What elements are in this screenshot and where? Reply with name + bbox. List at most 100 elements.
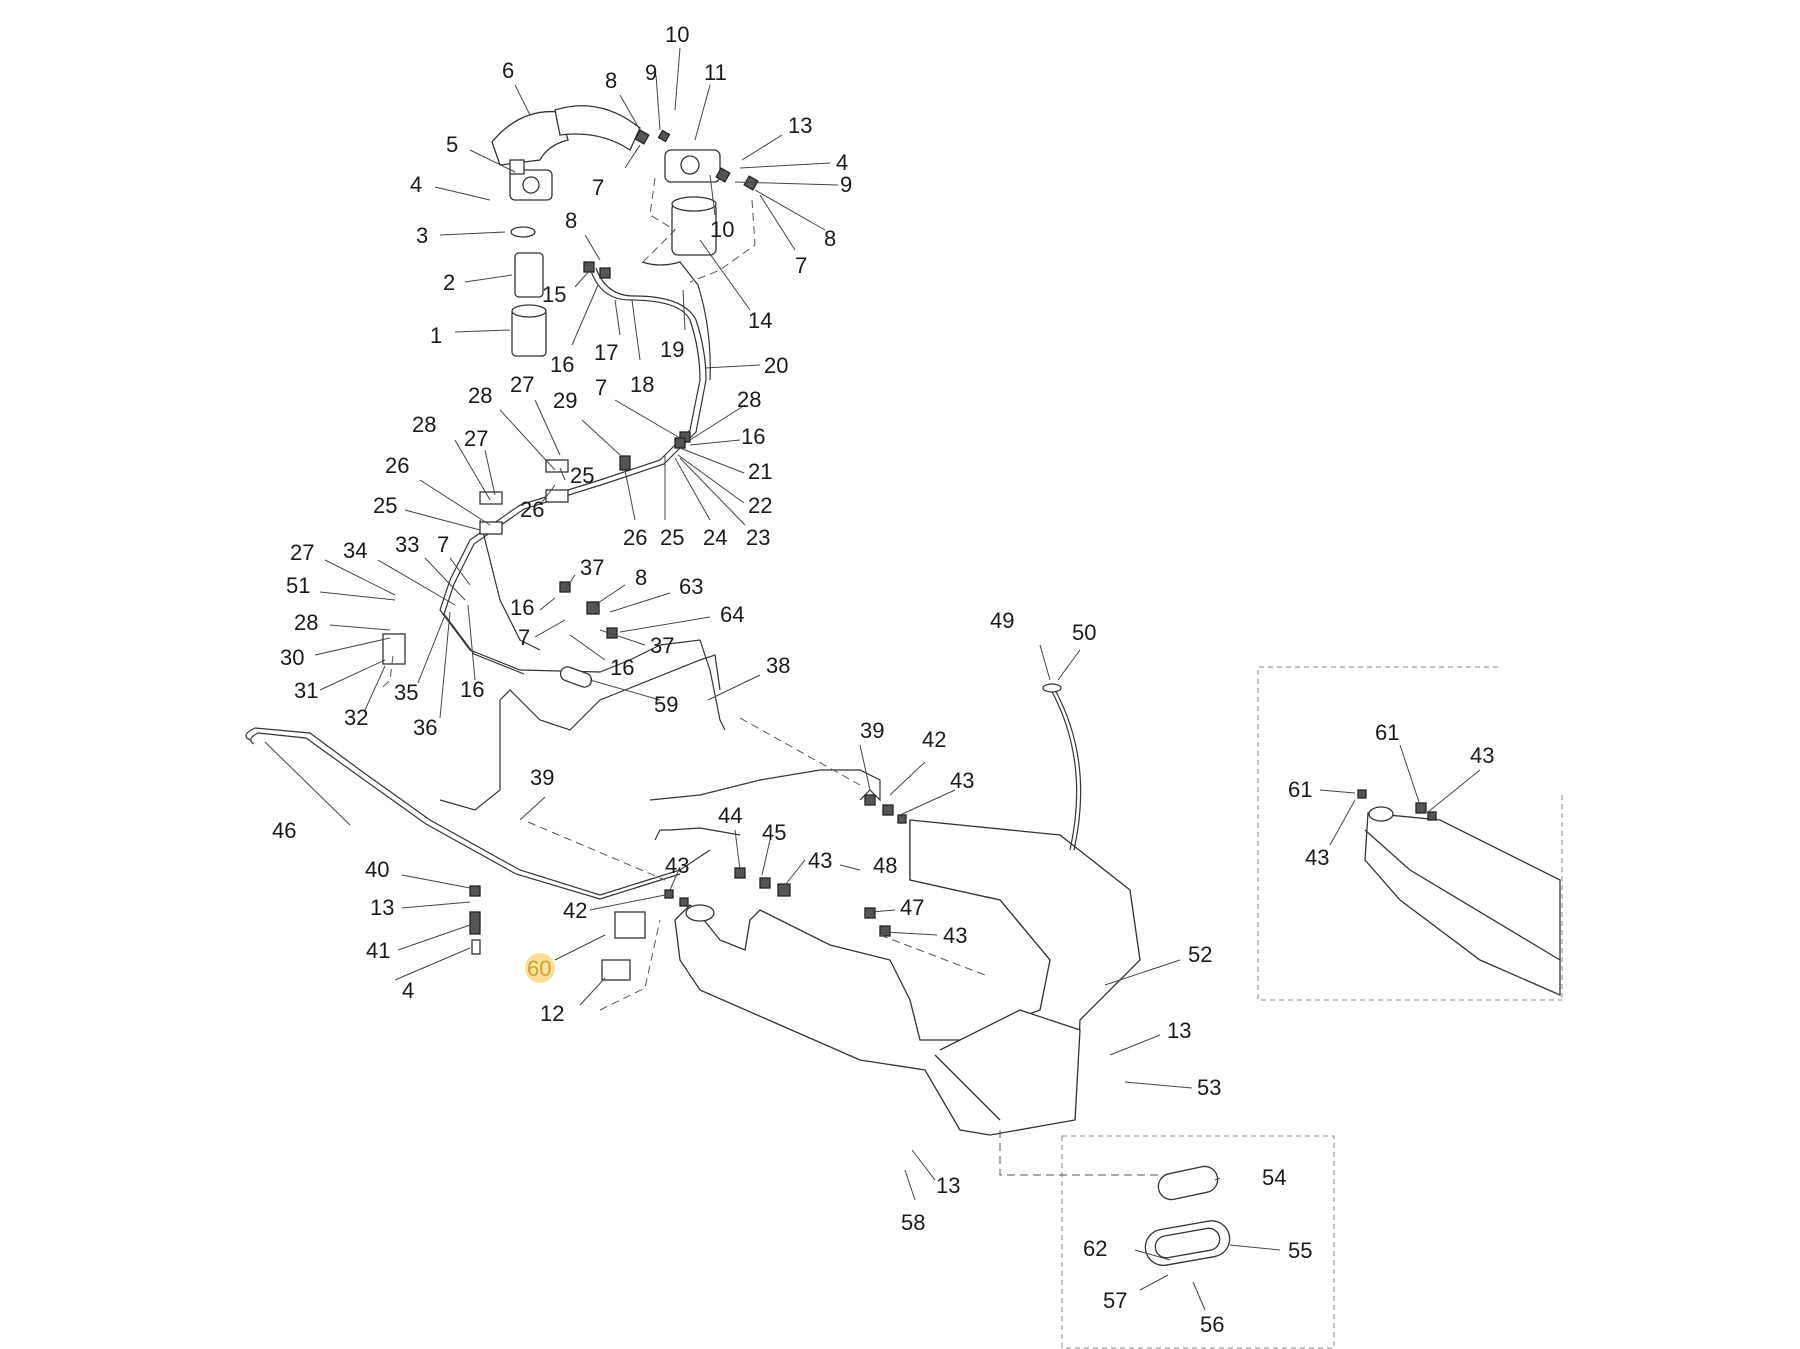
callout-44: 44 bbox=[718, 803, 742, 828]
access-cover-parts bbox=[1144, 1165, 1231, 1266]
callout-36: 36 bbox=[413, 715, 437, 740]
callout-28: 28 bbox=[294, 610, 318, 635]
callout-12: 12 bbox=[540, 1001, 564, 1026]
callout-27: 27 bbox=[290, 540, 314, 565]
fittings bbox=[382, 129, 1437, 981]
callout-2: 2 bbox=[443, 270, 455, 295]
callout-37: 37 bbox=[650, 633, 674, 658]
callout-7: 7 bbox=[437, 532, 449, 557]
callout-27: 27 bbox=[510, 372, 534, 397]
callout-23: 23 bbox=[746, 525, 770, 550]
callout-5: 5 bbox=[446, 132, 458, 157]
callout-53: 53 bbox=[1197, 1075, 1221, 1100]
callout-42: 42 bbox=[922, 727, 946, 752]
callout-26: 26 bbox=[623, 525, 647, 550]
callout-28: 28 bbox=[412, 412, 436, 437]
callout-43: 43 bbox=[808, 848, 832, 873]
callout-62: 62 bbox=[1083, 1236, 1107, 1261]
callout-63: 63 bbox=[679, 574, 703, 599]
callout-7: 7 bbox=[518, 625, 530, 650]
detail-panel-tank-end bbox=[1257, 666, 1563, 1001]
callout-13: 13 bbox=[788, 113, 812, 138]
callout-13: 13 bbox=[370, 895, 394, 920]
callout-26: 26 bbox=[385, 453, 409, 478]
callout-39: 39 bbox=[860, 718, 884, 743]
detail-panel-access-cover bbox=[1061, 1135, 1335, 1349]
callout-50: 50 bbox=[1072, 620, 1096, 645]
callout-43: 43 bbox=[943, 923, 967, 948]
callout-6: 6 bbox=[502, 58, 514, 83]
callout-16: 16 bbox=[741, 424, 765, 449]
callout-27: 27 bbox=[464, 426, 488, 451]
callout-46: 46 bbox=[272, 818, 296, 843]
callout-25: 25 bbox=[660, 525, 684, 550]
callout-57: 57 bbox=[1103, 1288, 1127, 1313]
callout-37: 37 bbox=[580, 555, 604, 580]
callout-7: 7 bbox=[592, 175, 604, 200]
fuel-hoses bbox=[245, 261, 881, 900]
callout-9: 9 bbox=[645, 60, 657, 85]
callout-40: 40 bbox=[365, 857, 389, 882]
callout-16: 16 bbox=[510, 595, 534, 620]
callout-14: 14 bbox=[748, 308, 772, 333]
callout-49: 49 bbox=[990, 608, 1014, 633]
callout-30: 30 bbox=[280, 645, 304, 670]
callout-4: 4 bbox=[402, 978, 414, 1003]
fuel-filter-components bbox=[491, 105, 721, 357]
callout-7: 7 bbox=[595, 375, 607, 400]
callout-13: 13 bbox=[936, 1173, 960, 1198]
callout-58: 58 bbox=[901, 1210, 925, 1235]
callout-10: 10 bbox=[665, 22, 689, 47]
callout-43: 43 bbox=[1305, 845, 1329, 870]
callout-15: 15 bbox=[542, 282, 566, 307]
callout-29: 29 bbox=[553, 388, 577, 413]
callout-25: 25 bbox=[373, 493, 397, 518]
callout-28: 28 bbox=[468, 383, 492, 408]
callout-43: 43 bbox=[1470, 743, 1494, 768]
callout-51: 51 bbox=[286, 573, 310, 598]
fuel-tank bbox=[674, 819, 1141, 1136]
callout-8: 8 bbox=[565, 208, 577, 233]
callout-22: 22 bbox=[748, 493, 772, 518]
callout-19: 19 bbox=[660, 337, 684, 362]
callout-39: 39 bbox=[530, 765, 554, 790]
callout-8: 8 bbox=[824, 226, 836, 251]
callout-41: 41 bbox=[366, 938, 390, 963]
callout-52: 52 bbox=[1188, 942, 1212, 967]
callout-8: 8 bbox=[635, 565, 647, 590]
callout-28: 28 bbox=[737, 387, 761, 412]
callout-4: 4 bbox=[410, 172, 422, 197]
highlight-marker bbox=[525, 953, 555, 983]
callout-labels: 10 9 11 6 8 13 5 4 4 9 7 10 8 3 8 7 2 15 bbox=[264, 22, 1494, 1337]
callout-20: 20 bbox=[764, 353, 788, 378]
callout-3: 3 bbox=[416, 223, 428, 248]
callout-8: 8 bbox=[605, 68, 617, 93]
callout-25: 25 bbox=[570, 463, 594, 488]
callout-34: 34 bbox=[343, 538, 367, 563]
assembly-guide-lines bbox=[379, 177, 1160, 1176]
callout-31: 31 bbox=[294, 678, 318, 703]
callout-43: 43 bbox=[950, 768, 974, 793]
callout-10: 10 bbox=[710, 217, 734, 242]
callout-45: 45 bbox=[762, 820, 786, 845]
callout-16: 16 bbox=[610, 655, 634, 680]
callout-17: 17 bbox=[594, 340, 618, 365]
callout-18: 18 bbox=[630, 372, 654, 397]
callout-59: 59 bbox=[654, 692, 678, 717]
callout-9: 9 bbox=[840, 172, 852, 197]
callout-64: 64 bbox=[720, 602, 744, 627]
callout-21: 21 bbox=[748, 459, 772, 484]
callout-11: 11 bbox=[704, 60, 727, 85]
callout-7: 7 bbox=[795, 253, 807, 278]
callout-47: 47 bbox=[900, 895, 924, 920]
callout-1: 1 bbox=[430, 323, 442, 348]
callout-4: 4 bbox=[836, 150, 848, 175]
callout-43: 43 bbox=[665, 853, 689, 878]
callout-35: 35 bbox=[394, 680, 418, 705]
callout-61: 61 bbox=[1288, 777, 1312, 802]
tank-end-detail bbox=[1364, 806, 1561, 996]
callout-42: 42 bbox=[563, 898, 587, 923]
callout-61: 61 bbox=[1375, 720, 1399, 745]
callout-24: 24 bbox=[703, 525, 727, 550]
callout-32: 32 bbox=[344, 705, 368, 730]
